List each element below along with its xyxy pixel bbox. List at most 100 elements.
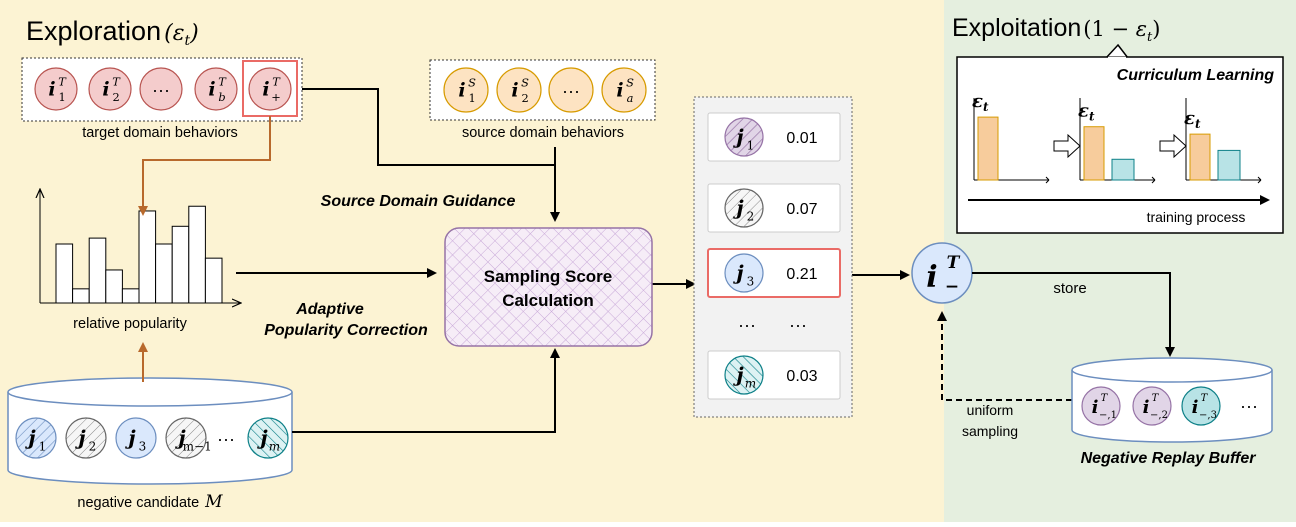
symbol-sub: 2 bbox=[747, 209, 755, 223]
target-behavior-item: ··· bbox=[139, 67, 183, 111]
symbol-sub: 1 bbox=[468, 91, 475, 105]
symbol-sub: 2 bbox=[112, 90, 119, 104]
target-to-popularity-arrow bbox=[138, 116, 271, 216]
symbol-sup: S bbox=[468, 76, 476, 90]
ellipsis: ··· bbox=[562, 81, 580, 101]
symbol-sup: T bbox=[112, 75, 121, 89]
popularity-bar bbox=[105, 269, 123, 304]
symbol-base: i bbox=[208, 78, 215, 100]
symbol-sup: T bbox=[272, 75, 281, 89]
symbol-base: i bbox=[458, 79, 465, 101]
symbol-sub: −,3 bbox=[1199, 410, 1217, 421]
curriculum-step: εt bbox=[972, 91, 1081, 184]
source-behaviors-label: source domain behaviors bbox=[462, 125, 624, 141]
uniform-label: uniform bbox=[967, 402, 1014, 418]
buffer-dots: ··· bbox=[1240, 396, 1258, 416]
symbol-base: i bbox=[616, 79, 623, 101]
exploitation-bar bbox=[1111, 158, 1135, 181]
symbol-sup: T bbox=[218, 75, 227, 89]
symbol-sup: S bbox=[626, 76, 634, 90]
popularity-bar bbox=[171, 225, 190, 304]
candidate-item: jm−1 bbox=[165, 417, 212, 459]
target-to-calc-arrow bbox=[302, 88, 560, 222]
symbol-base: i bbox=[1092, 397, 1099, 418]
popularity-bar bbox=[138, 210, 157, 304]
symbol-base: i bbox=[102, 78, 109, 100]
symbol-sub: 2 bbox=[89, 439, 97, 453]
symbol-sub: 2 bbox=[521, 91, 528, 105]
symbol-sub: b bbox=[218, 90, 225, 104]
negative-replay-buffer-label: Negative Replay Buffer bbox=[1081, 450, 1257, 467]
symbol-sub: 3 bbox=[747, 274, 755, 288]
score-value: 0.21 bbox=[786, 266, 817, 283]
step-arrow bbox=[1159, 133, 1187, 159]
training-process-label: training process bbox=[1147, 209, 1246, 225]
step-arrow bbox=[1053, 133, 1081, 159]
symbol-base: i bbox=[262, 78, 269, 100]
calc-label-2: Calculation bbox=[502, 291, 594, 310]
adaptive-correction-label-2: Popularity Correction bbox=[264, 322, 428, 339]
symbol-sub: −,1 bbox=[1099, 410, 1117, 421]
exploration-title: Exploration(εt) bbox=[26, 16, 199, 49]
popularity-bar bbox=[188, 205, 206, 304]
score-value: 0.01 bbox=[786, 130, 817, 147]
symbol-sup: T bbox=[1152, 393, 1160, 404]
epsilon-bar bbox=[1189, 133, 1211, 181]
exploitation-title: Exploitation(1 − εt) bbox=[952, 14, 1160, 45]
sampling-label: sampling bbox=[962, 423, 1018, 439]
symbol-sub: 1 bbox=[58, 90, 65, 104]
symbol-base: i bbox=[511, 79, 518, 101]
epsilon-label: εt bbox=[972, 91, 989, 114]
symbol-base: i bbox=[1143, 397, 1150, 418]
symbol-base: i bbox=[1192, 397, 1199, 418]
epsilon-bar bbox=[977, 116, 999, 181]
symbol-sub: + bbox=[271, 90, 281, 104]
svg-text:i: i bbox=[926, 260, 937, 295]
popularity-bar bbox=[204, 257, 223, 304]
symbol-sup: S bbox=[521, 76, 529, 90]
symbol-sup: T bbox=[1201, 393, 1209, 404]
curriculum-step: εt bbox=[1184, 98, 1262, 184]
epsilon-label: εt bbox=[1078, 101, 1095, 124]
svg-text:−: − bbox=[945, 277, 959, 297]
symbol-sup: T bbox=[1101, 393, 1109, 404]
symbol-sub: m−1 bbox=[183, 439, 212, 453]
source-domain-guidance-label: Source Domain Guidance bbox=[321, 193, 516, 210]
symbol-sub: m bbox=[745, 376, 756, 390]
popularity-bar bbox=[55, 243, 74, 304]
popularity-bar bbox=[72, 288, 90, 304]
popularity-label: relative popularity bbox=[73, 316, 187, 332]
calc-label-1: Sampling Score bbox=[484, 267, 612, 286]
score-dots-left: ··· bbox=[738, 315, 756, 335]
symbol-sub: 1 bbox=[39, 439, 47, 453]
exploitation-bar bbox=[1217, 149, 1241, 181]
symbol-sub: −,2 bbox=[1150, 410, 1168, 421]
symbol-sub: a bbox=[627, 91, 634, 105]
score-value: 0.03 bbox=[786, 368, 817, 385]
popularity-bar bbox=[121, 288, 140, 304]
symbol-sup: T bbox=[58, 75, 67, 89]
target-behaviors-label: target domain behaviors bbox=[82, 125, 238, 141]
score-dots-right: ··· bbox=[789, 315, 807, 335]
symbol-sub: m bbox=[269, 439, 280, 453]
